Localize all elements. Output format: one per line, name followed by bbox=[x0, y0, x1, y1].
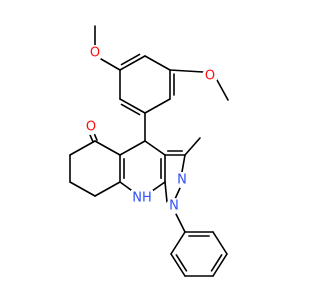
nh-group: NH bbox=[131, 190, 153, 206]
bond-c8-c8a bbox=[94, 181, 121, 197]
bond-aryl-5 bbox=[144, 55, 171, 71]
bond-c4a-c5 bbox=[94, 140, 121, 156]
bond-c3a-c4 bbox=[144, 140, 166, 156]
bond-c5-c6 bbox=[69, 140, 96, 156]
ketone-oxygen: O bbox=[83, 119, 99, 135]
phenyl-nitrogen-label: N bbox=[169, 199, 179, 214]
molecule-svg: O O O N N NH bbox=[69, 25, 229, 277]
bond-aryl-2-inner bbox=[120, 103, 141, 116]
bond-c5-ketone-a bbox=[93, 132, 98, 141]
bond-c3-methyl bbox=[184, 137, 201, 156]
bond-n1-phenyl bbox=[175, 213, 186, 233]
methoxy-right-oxygen: O bbox=[202, 68, 218, 84]
bond-c3-n2 bbox=[181, 154, 186, 173]
methoxy-right-oxygen-label: O bbox=[205, 69, 215, 84]
bond-aryl-2 bbox=[119, 98, 146, 114]
ketone-oxygen-label: O bbox=[86, 120, 96, 135]
bond-aryl-3 bbox=[144, 98, 171, 114]
bond-phenyl-6 bbox=[170, 231, 186, 255]
bond-phenyl-3 bbox=[212, 253, 228, 277]
phenyl-nitrogen: N bbox=[166, 198, 182, 214]
bond-phenyl-5 bbox=[170, 253, 186, 277]
bond-methoxy-right-o bbox=[169, 69, 204, 73]
bond-c5-ketone-b bbox=[89, 134, 94, 143]
pyrazole-nitrogen-label: N bbox=[177, 173, 187, 188]
atom-layer: O O O N N NH bbox=[83, 45, 218, 214]
methoxy-top-oxygen-label: O bbox=[90, 46, 100, 61]
bond-phenyl-2 bbox=[212, 231, 228, 255]
bond-methoxy-right-ch3 bbox=[216, 79, 229, 101]
bond-c7-c8 bbox=[69, 181, 96, 197]
pyrazole-nitrogen: N bbox=[174, 172, 190, 188]
bond-phenyl-3-inner bbox=[210, 254, 223, 272]
methoxy-top-oxygen: O bbox=[87, 45, 103, 61]
bond-methoxy-top-o bbox=[100, 58, 121, 71]
bond-aryl-6-inner bbox=[120, 53, 141, 66]
bond-n2-n1 bbox=[174, 187, 181, 200]
molecule-diagram: O O O N N NH bbox=[69, 25, 229, 277]
bond-layer bbox=[69, 25, 229, 277]
bond-n1-c9a bbox=[164, 181, 168, 203]
bond-phenyl-5-inner bbox=[175, 254, 188, 272]
nh-label: NH bbox=[132, 191, 152, 206]
bond-aryl-6 bbox=[119, 55, 146, 71]
bond-c4-c4a bbox=[119, 140, 146, 156]
